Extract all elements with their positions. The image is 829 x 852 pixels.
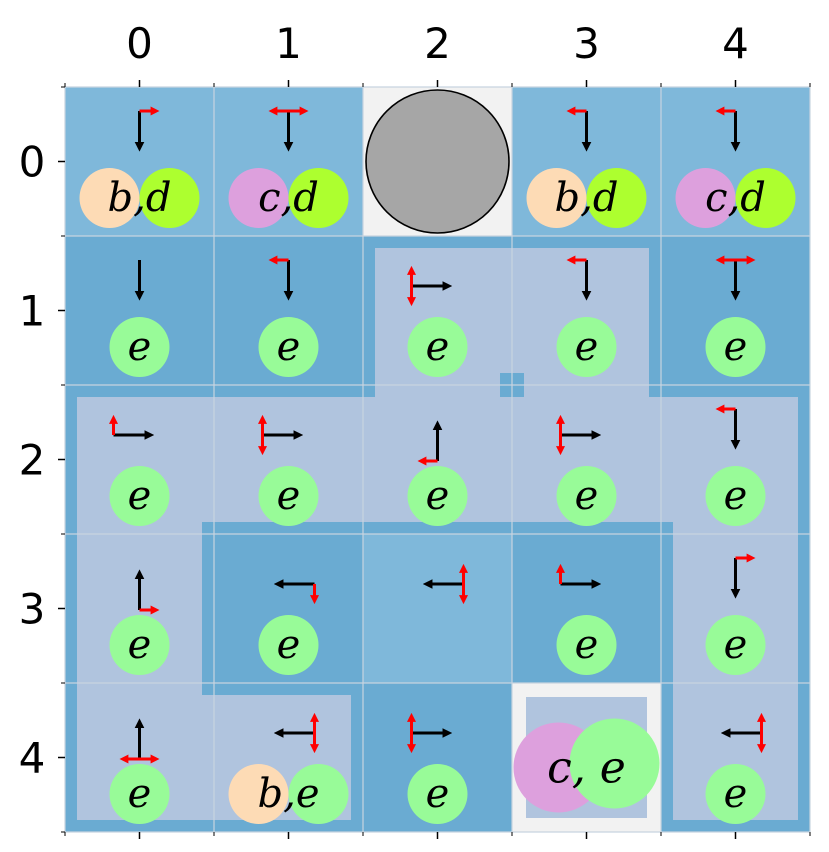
label-badge-b: [526, 168, 587, 228]
column-tick-label: 1: [275, 19, 302, 68]
label-text: e: [724, 622, 748, 668]
label-badge-e: [556, 615, 617, 675]
label-badge-d: [586, 168, 647, 228]
label-badge-b: [228, 764, 289, 824]
region-cell: [363, 534, 512, 683]
label-text: e: [277, 473, 301, 519]
label-text: e: [426, 771, 450, 817]
label-badge-e: [407, 764, 468, 824]
label-text: b,d: [555, 175, 619, 221]
label-badge-e: [109, 466, 170, 526]
label-text: e: [128, 324, 152, 370]
label-badge-e: [109, 764, 170, 824]
row-tick-label: 3: [19, 585, 46, 634]
label-text: c,d: [705, 175, 766, 221]
label-badge-c: [228, 168, 289, 228]
row-tick-label: 0: [19, 138, 46, 187]
label-text: e: [128, 473, 152, 519]
label-text: c,d: [258, 175, 319, 221]
label-badge-e: [258, 466, 319, 526]
badge-layer: b,d c,d b,d c,d e e e e e e e e e e e e e e e b,e e c, e e: [79, 168, 796, 824]
label-text: e: [128, 771, 152, 817]
label-text: e: [724, 771, 748, 817]
label-text: e: [128, 622, 152, 668]
row-tick-label: 4: [19, 734, 46, 783]
label-text: e: [575, 622, 599, 668]
column-tick-label: 4: [722, 19, 749, 68]
label-text: e: [575, 473, 599, 519]
label-text: b,d: [108, 175, 172, 221]
label-badge-d: [288, 168, 349, 228]
label-badge-e: [288, 764, 349, 824]
column-tick-label: 0: [126, 19, 153, 68]
arrow-layer: [109, 106, 766, 764]
row-tick-label: 2: [19, 436, 46, 485]
label-badge-e: [556, 317, 617, 377]
label-text: b,e: [258, 771, 320, 817]
label-badge-e: [109, 317, 170, 377]
label-badge-e: [407, 317, 468, 377]
label-text: e: [724, 324, 748, 370]
label-badge-d: [139, 168, 200, 228]
label-badge-e: [569, 718, 660, 809]
label-badge-e: [258, 317, 319, 377]
label-badge-e: [258, 615, 319, 675]
axes-layer: 0 1 2 3 4 0 1 2 3 4: [19, 19, 811, 839]
label-badge-c: [675, 168, 736, 228]
label-text: e: [724, 473, 748, 519]
label-text: c, e: [547, 743, 626, 794]
label-badge-e: [705, 615, 766, 675]
label-text: e: [426, 473, 450, 519]
label-badge-e: [705, 317, 766, 377]
label-badge-d: [735, 168, 796, 228]
obstacle-marker: [365, 89, 510, 234]
label-text: e: [277, 622, 301, 668]
label-text: e: [575, 324, 599, 370]
label-badge-e: [407, 466, 468, 526]
column-tick-label: 3: [573, 19, 600, 68]
label-text: e: [277, 324, 301, 370]
label-badge-e: [109, 615, 170, 675]
row-tick-label: 1: [19, 287, 46, 336]
label-badge-b: [79, 168, 140, 228]
label-text: e: [426, 324, 450, 370]
column-tick-label: 2: [424, 19, 451, 68]
label-badge-e: [705, 764, 766, 824]
label-badge-e: [556, 466, 617, 526]
label-badge-e: [705, 466, 766, 526]
